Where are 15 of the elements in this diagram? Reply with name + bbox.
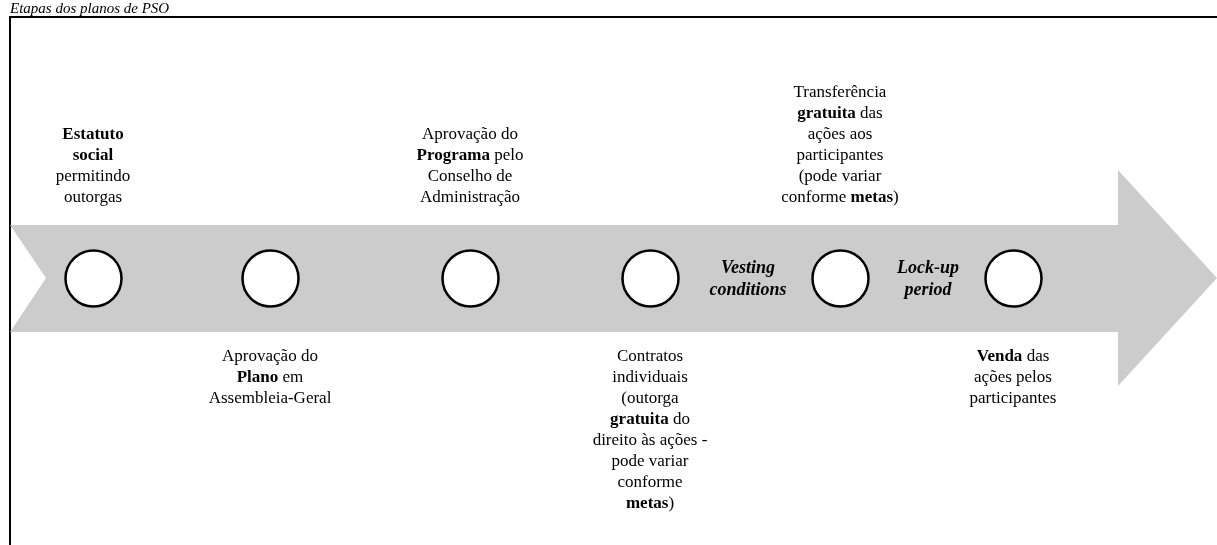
milestone-text: Aprovação do Programa pelo Conselho de Administração bbox=[415, 123, 525, 207]
milestone-circle bbox=[240, 248, 300, 308]
milestone-text: Contratos individuais (outorga gratuita do direito às ações - pode variar conforme metas) bbox=[592, 345, 708, 513]
title: Etapas dos planos de PSO bbox=[10, 0, 170, 17]
milestone-circle bbox=[810, 248, 870, 308]
milestone-text: Transferência gratuita das ações aos participantes (pode variar conforme metas) bbox=[781, 81, 899, 207]
milestone-text: Estatuto social permitindo outorgas bbox=[54, 123, 132, 207]
milestone-circle bbox=[440, 248, 500, 308]
milestone-text: Venda das ações pelos participantes bbox=[968, 345, 1058, 408]
phase-label: Vesting conditions bbox=[708, 256, 788, 300]
milestone-text: Aprovação do Plano em Assembleia-Geral bbox=[207, 345, 333, 408]
milestone-circle bbox=[63, 248, 123, 308]
milestone-circle bbox=[983, 248, 1043, 308]
phase-label: Lock-up period bbox=[896, 256, 960, 300]
milestone-circle bbox=[620, 248, 680, 308]
